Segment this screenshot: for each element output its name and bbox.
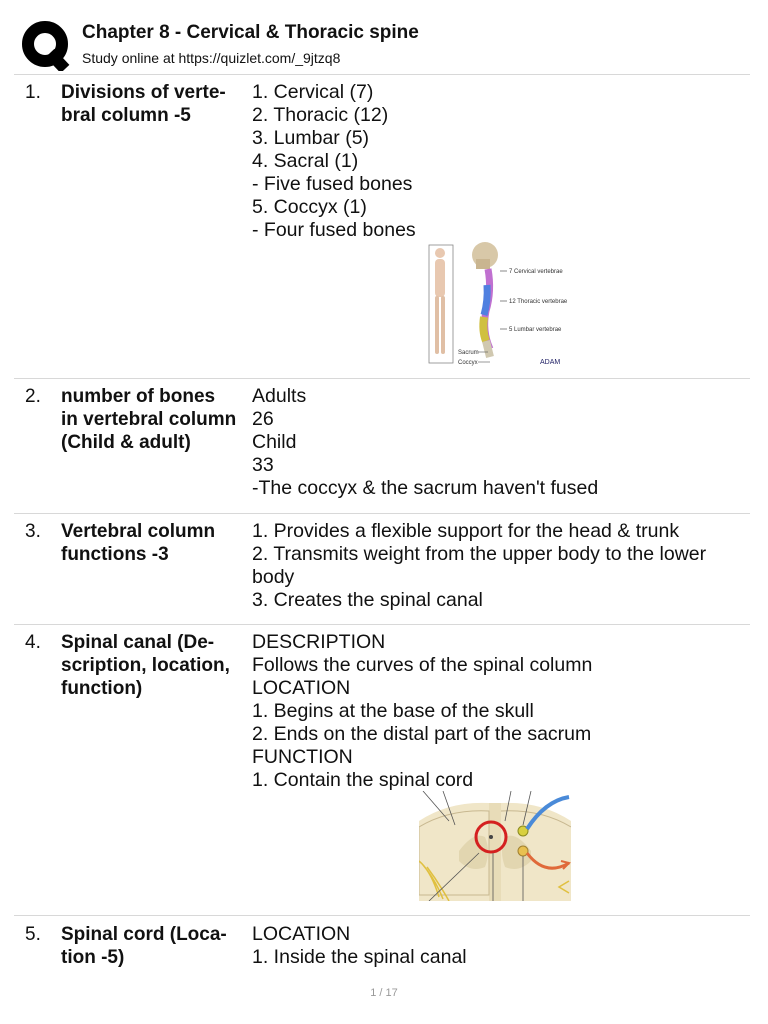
figure-label: 12 Thoracic vertebrae — [509, 299, 568, 305]
definition-line: DESCRIPTION — [252, 631, 386, 653]
flashcard-1: 1. Divisions of verte- bral column -5 1.… — [0, 81, 768, 376]
card-term: Divisions of verte- bral column -5 — [61, 82, 226, 126]
card-number: 3. — [25, 521, 41, 542]
flashcard-4: 4. Spinal canal (De- scription, location… — [0, 631, 768, 909]
definition-line: 1. Provides a flexible support for the h… — [252, 520, 680, 542]
card-number: 5. — [25, 924, 41, 945]
figure-label: Coccyx — [458, 360, 478, 366]
card-term: Vertebral column functions -3 — [61, 521, 216, 565]
card-definition: LOCATION 1. Inside the spinal canal — [252, 923, 742, 969]
card-term: Spinal cord (Loca- tion -5) — [61, 924, 227, 968]
spinal-cord-cross-section-figure — [419, 791, 571, 901]
definition-line: - Five fused bones — [252, 173, 413, 195]
definition-line: 2. Transmits weight from the upper body … — [252, 543, 707, 588]
quizlet-logo-icon — [22, 21, 70, 71]
definition-line: 2. Thoracic (12) — [252, 104, 389, 126]
definition-line: 1. Contain the spinal cord — [252, 769, 474, 791]
adam-logo: ADAM — [540, 359, 560, 366]
definition-line: - Four fused bones — [252, 219, 416, 241]
figure-label: 7 Cervical vertebrae — [509, 269, 563, 275]
card-term: number of bones in vertebral column (Chi… — [61, 386, 237, 453]
card-number: 4. — [25, 632, 41, 653]
definition-line: FUNCTION — [252, 746, 353, 768]
definition-line: 33 — [252, 454, 274, 476]
divider — [14, 513, 750, 514]
definition-line: LOCATION — [252, 923, 351, 945]
flashcard-5: 5. Spinal cord (Loca- tion -5) LOCATION … — [0, 923, 768, 973]
definition-line: Follows the curves of the spinal column — [252, 654, 593, 676]
flashcard-3: 3. Vertebral column functions -3 1. Prov… — [0, 520, 768, 620]
divider — [14, 624, 750, 625]
divider — [14, 74, 750, 75]
card-definition: 1. Provides a flexible support for the h… — [252, 520, 742, 612]
vertebral-column-figure: 7 Cervical vertebrae 12 Thoracic vertebr… — [428, 242, 568, 366]
definition-line: 4. Sacral (1) — [252, 150, 359, 172]
definition-line: 3. Creates the spinal canal — [252, 589, 483, 611]
definition-line: 1. Inside the spinal canal — [252, 946, 467, 968]
definition-line: LOCATION — [252, 677, 351, 699]
card-definition: DESCRIPTION Follows the curves of the sp… — [252, 631, 742, 792]
divider — [14, 915, 750, 916]
definition-line: 2. Ends on the distal part of the sacrum — [252, 723, 592, 745]
definition-line: Child — [252, 431, 297, 453]
page-title: Chapter 8 - Cervical & Thoracic spine — [82, 22, 419, 43]
card-definition: Adults 26 Child 33 -The coccyx & the sac… — [252, 385, 742, 500]
definition-line: 5. Coccyx (1) — [252, 196, 367, 218]
figure-label: Sacrum — [458, 350, 479, 356]
card-number: 1. — [25, 82, 41, 103]
page-header: Chapter 8 - Cervical & Thoracic spine St… — [0, 0, 768, 74]
definition-line: 3. Lumbar (5) — [252, 127, 370, 149]
page-number: 1 / 17 — [370, 987, 398, 999]
card-number: 2. — [25, 386, 41, 407]
definition-line: 1. Cervical (7) — [252, 81, 374, 103]
card-term: Spinal canal (De- scription, location, f… — [61, 632, 230, 699]
divider — [14, 378, 750, 379]
definition-line: 26 — [252, 408, 274, 430]
study-online-link[interactable]: Study online at https://quizlet.com/_9jt… — [82, 50, 341, 66]
card-definition: 1. Cervical (7) 2. Thoracic (12) 3. Lumb… — [252, 81, 742, 242]
figure-label: 5 Lumbar vertebrae — [509, 327, 562, 333]
definition-line: Adults — [252, 385, 307, 407]
definition-line: -The coccyx & the sacrum haven't fused — [252, 477, 599, 499]
flashcard-2: 2. number of bones in vertebral column (… — [0, 385, 768, 510]
definition-line: 1. Begins at the base of the skull — [252, 700, 534, 722]
